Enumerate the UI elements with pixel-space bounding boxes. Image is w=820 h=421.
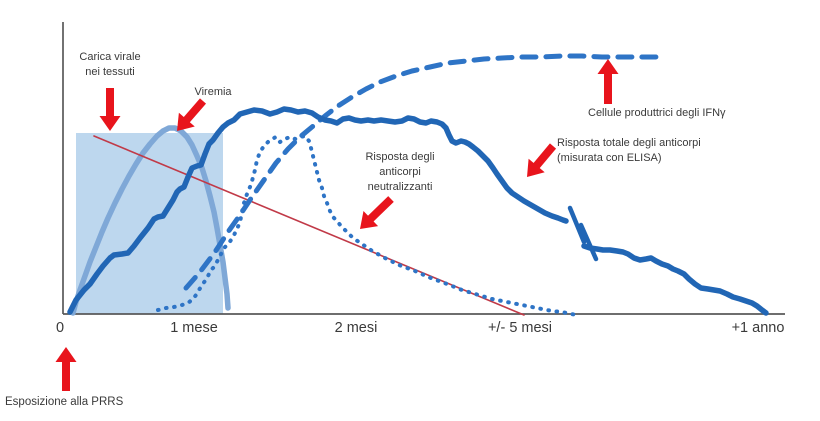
label-ifn-gamma: Cellule produttrici degli IFNγ [588,107,726,119]
arrow-viremia [177,98,207,131]
x-tick-label: +/- 5 mesi [487,320,553,336]
anticorpi-totali-curve-after-break [581,243,769,316]
arrow-ifn-gamma [597,59,619,104]
x-tick-label: 2 mesi [334,320,378,336]
x-tick-label: +1 anno [731,320,785,336]
arrow-carica-virale [99,88,121,131]
arrow-elisa [527,143,557,177]
arrow-neutralizzanti [360,196,394,229]
viremia-curve [70,125,231,316]
anticorpi-neutralizzanti-curve [156,134,580,317]
label-anticorpi-totali: Risposta totale degli anticorpi (misurat… [557,137,701,164]
label-viremia: Viremia [194,86,232,98]
axis-break-slash-1 [567,205,587,245]
anticorpi-totali-curve [67,106,569,315]
axis-break-slash-2 [578,222,599,262]
arrow-esposizione [55,347,77,391]
label-esposizione-prrs: Esposizione alla PRRS [5,396,124,408]
x-tick-label: 1 mese [170,320,218,336]
ifn-gamma-curve [183,53,663,291]
label-anticorpi-neutralizzanti: Risposta degli anticorpi neutralizzanti [365,151,435,193]
label-carica-virale: Carica virale nei tessuti [79,51,141,78]
x-tick-label: 0 [55,320,65,336]
